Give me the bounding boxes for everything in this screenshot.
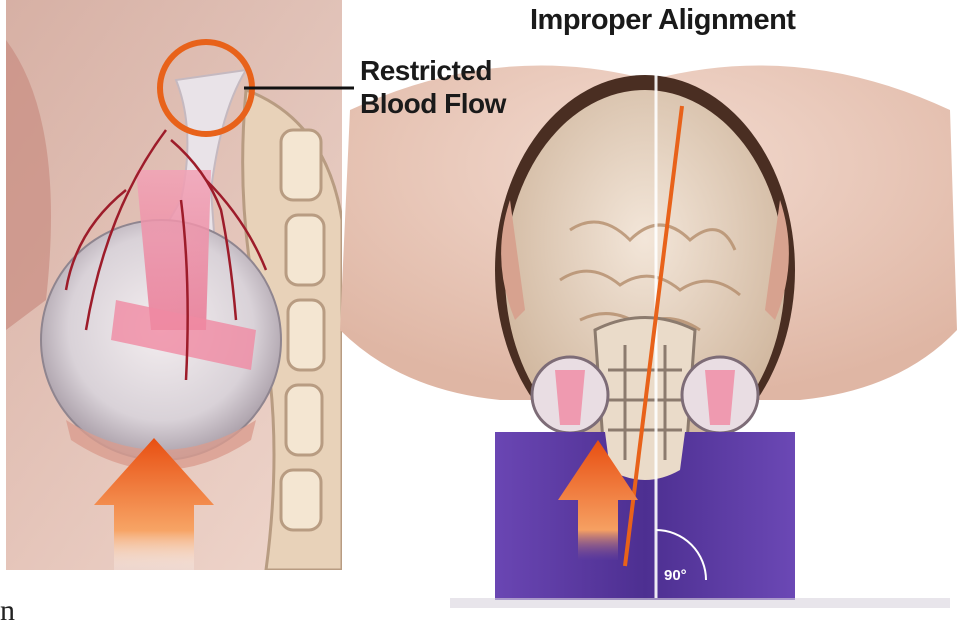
callout-label: Restricted Blood Flow [360,54,506,120]
callout-line-2: Blood Flow [360,87,506,120]
corner-text: n [0,594,15,628]
page-title: Improper Alignment [530,4,795,37]
angle-label: 90° [664,567,687,584]
callout-line-1: Restricted [360,54,506,87]
